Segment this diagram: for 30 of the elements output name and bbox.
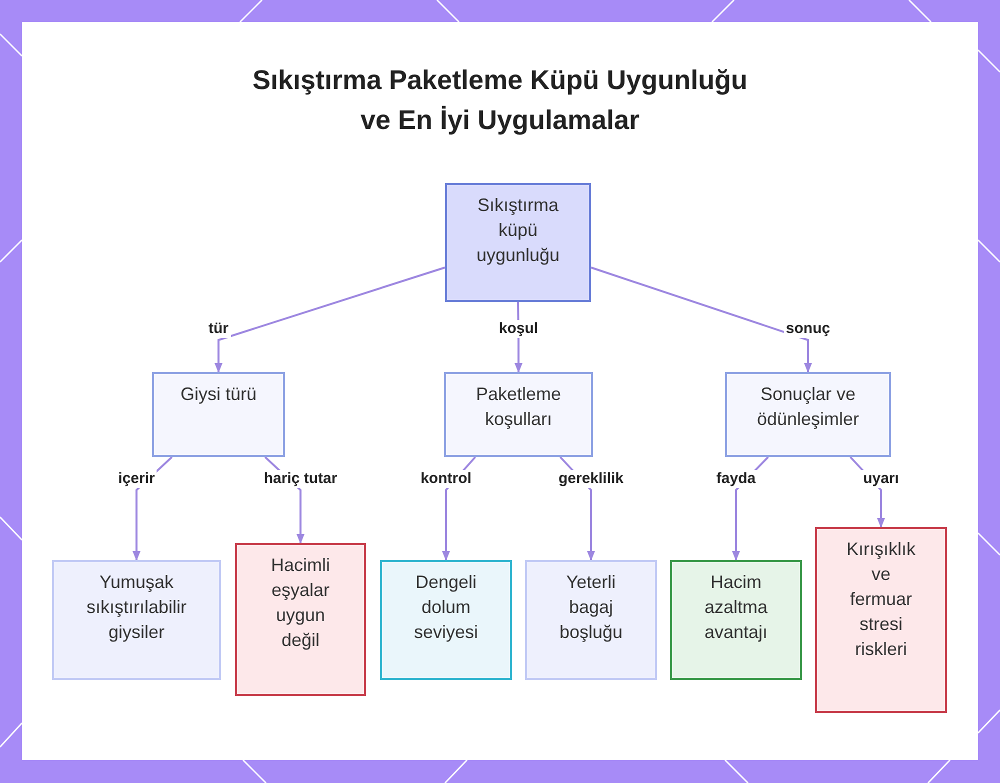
connector-arrow bbox=[590, 266, 812, 373]
node-label: Sonuçlar ve ödünleşimler bbox=[756, 383, 860, 431]
node-label: Hacim azaltma avantajı bbox=[704, 571, 768, 644]
node-label: Giysi türü bbox=[180, 383, 257, 406]
node-label: Yeterli bagaj boşluğu bbox=[559, 571, 623, 644]
root-box bbox=[445, 183, 591, 302]
leaf-box bbox=[380, 560, 512, 680]
edge-label: fayda bbox=[714, 470, 758, 488]
category-box bbox=[152, 372, 285, 457]
connector-arrow bbox=[214, 266, 446, 373]
edge-label: içerir bbox=[116, 470, 157, 488]
benefit-box bbox=[670, 560, 802, 680]
leaf-box bbox=[52, 560, 221, 680]
edge-label: gereklilik bbox=[556, 470, 626, 488]
edge-label: uyarı bbox=[861, 470, 901, 488]
diagram-title: Sıkıştırma Paketleme Küpü Uygunluğu ve En İyi Uygulamalar bbox=[251, 64, 749, 137]
node-label: Hacimli eşyalar uygun değil bbox=[270, 554, 330, 652]
category-box bbox=[444, 372, 593, 457]
warning-box bbox=[235, 543, 366, 696]
edge-label: hariç tutar bbox=[262, 470, 340, 488]
node-label: Kırışıklık ve fermuar stresi riskleri bbox=[846, 538, 916, 661]
category-box bbox=[725, 372, 891, 457]
node-label: Sıkıştırma küpü uygunluğu bbox=[476, 194, 560, 267]
node-label: Paketleme koşulları bbox=[476, 383, 562, 431]
edge-label: tür bbox=[206, 320, 230, 338]
warning-box bbox=[815, 527, 947, 713]
node-label: Yumuşak sıkıştırılabilir giysiler bbox=[86, 571, 186, 644]
leaf-box bbox=[525, 560, 657, 680]
node-label: Dengeli dolum seviyesi bbox=[414, 571, 478, 644]
edge-label: kontrol bbox=[418, 470, 474, 488]
